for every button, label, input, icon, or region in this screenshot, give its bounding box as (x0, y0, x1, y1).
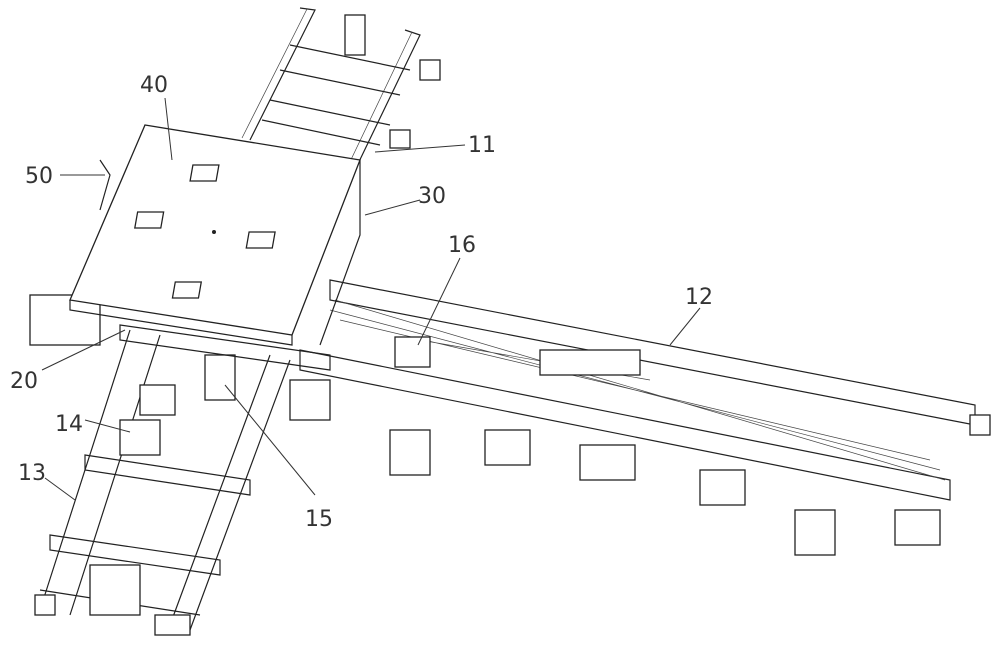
lower-conveyor (35, 330, 290, 635)
label-20: 20 (10, 369, 38, 394)
label-12: 12 (685, 285, 713, 310)
label-11: 11 (468, 133, 496, 158)
long-conveyor (290, 280, 990, 555)
label-13: 13 (18, 461, 46, 486)
label-15: 15 (305, 507, 333, 532)
label-14: 14 (55, 412, 83, 437)
label-40: 40 (140, 73, 168, 98)
label-30: 30 (418, 184, 446, 209)
top-plate (70, 125, 360, 345)
label-16: 16 (448, 233, 476, 258)
label-50: 50 (25, 164, 53, 189)
